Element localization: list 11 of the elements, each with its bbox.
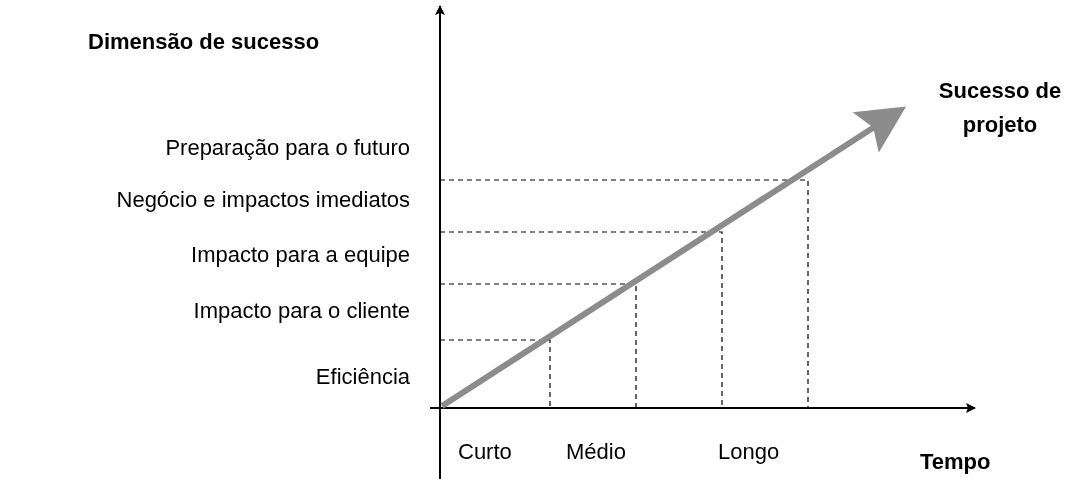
axis-label: Médio xyxy=(566,438,626,466)
axis-label: Longo xyxy=(718,438,780,466)
axis-title: Dimensão de sucesso xyxy=(88,28,320,56)
axis-label: Impacto para o cliente xyxy=(193,297,410,325)
trend-label: Sucesso de projeto xyxy=(937,77,1063,139)
axis-label: Curto xyxy=(458,438,512,466)
axis-title: Tempo xyxy=(920,448,991,476)
axis-label: Preparação para o futuro xyxy=(165,134,410,162)
axis-label: Negócio e impactos imediatos xyxy=(116,186,410,214)
axis-label: Impacto para a equipe xyxy=(191,241,410,269)
axis-label: Eficiência xyxy=(315,363,410,391)
